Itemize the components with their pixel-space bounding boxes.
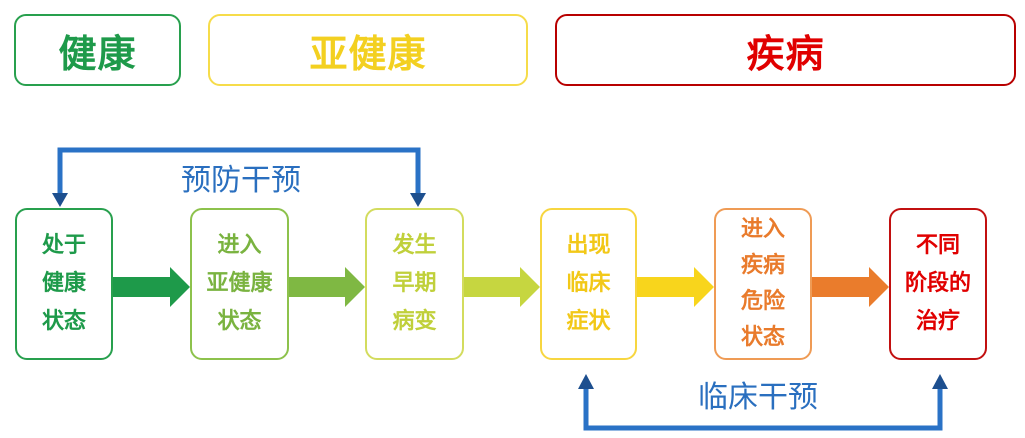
clinical-arrow-right-icon xyxy=(932,374,948,389)
prevention-arrow-left-icon xyxy=(52,193,68,207)
stage-clinical-symptoms: 出现 临床 症状 xyxy=(540,208,637,360)
category-disease-label: 疾病 xyxy=(746,31,825,76)
stage-text-line: 处于 xyxy=(41,233,86,258)
stage-early-lesion: 发生 早期 病变 xyxy=(365,208,464,360)
stage-text-line: 状态 xyxy=(217,309,262,334)
stage-disease-risk-state: 进入 疾病 危险 状态 xyxy=(714,208,812,360)
stage-text-line: 临床 xyxy=(566,271,611,296)
clinical-intervention-label: 临床干预 xyxy=(698,380,818,415)
clinical-arrow-left-icon xyxy=(578,374,594,389)
stage-text-line: 进入 xyxy=(217,233,262,258)
stage-arrow-5-icon xyxy=(812,267,889,307)
stage-text-line: 阶段的 xyxy=(904,271,971,296)
category-subhealthy-label: 亚健康 xyxy=(309,31,427,76)
stage-text-line: 早期 xyxy=(392,271,437,296)
stage-text-line: 发生 xyxy=(392,233,437,258)
stage-text-line: 治疗 xyxy=(915,309,960,334)
category-disease: 疾病 xyxy=(555,14,1016,86)
stage-text-line: 进入 xyxy=(740,217,785,242)
stage-text-line: 健康 xyxy=(41,271,86,296)
stage-text-line: 不同 xyxy=(915,233,960,258)
prevention-arrow-right-icon xyxy=(410,193,426,207)
stage-text-line: 疾病 xyxy=(740,253,785,278)
stage-text-line: 病变 xyxy=(392,309,437,334)
stage-subhealthy-state: 进入 亚健康 状态 xyxy=(190,208,289,360)
stage-text-line: 状态 xyxy=(740,325,785,350)
stage-text-line: 症状 xyxy=(566,309,611,334)
category-subhealthy: 亚健康 xyxy=(208,14,528,86)
stage-arrow-4-icon xyxy=(637,267,714,307)
stage-text-line: 出现 xyxy=(566,233,611,258)
stage-treatment: 不同 阶段的 治疗 xyxy=(889,208,987,360)
stage-text-line: 亚健康 xyxy=(206,271,273,296)
stage-text-line: 状态 xyxy=(41,309,86,334)
stage-arrow-1-icon xyxy=(113,267,190,307)
prevention-intervention-label: 预防干预 xyxy=(181,163,301,198)
stage-arrow-3-icon xyxy=(464,267,540,307)
stage-text-line: 危险 xyxy=(740,289,785,314)
stage-arrow-2-icon xyxy=(289,267,365,307)
category-healthy: 健康 xyxy=(14,14,181,86)
category-healthy-label: 健康 xyxy=(58,31,137,76)
stage-healthy-state: 处于 健康 状态 xyxy=(15,208,113,360)
